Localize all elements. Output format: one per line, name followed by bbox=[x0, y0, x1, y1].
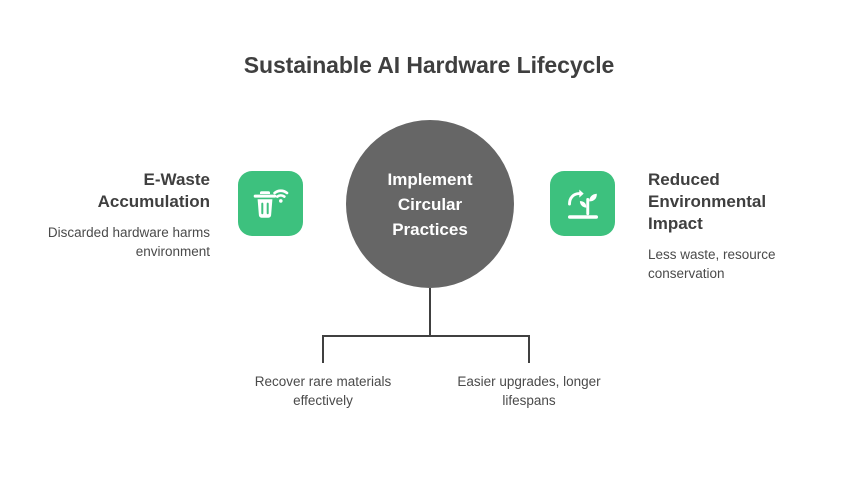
left-branch-body: Discarded hardware harms environment bbox=[47, 225, 210, 259]
connector-stem bbox=[429, 288, 431, 337]
left-branch-text: E-Waste Accumulation Discarded hardware … bbox=[40, 169, 210, 261]
trash-wifi-icon bbox=[251, 184, 291, 224]
page-title: Sustainable AI Hardware Lifecycle bbox=[243, 52, 615, 78]
left-icon-tile[interactable] bbox=[238, 171, 303, 236]
left-branch-heading: E-Waste Accumulation bbox=[97, 170, 210, 211]
right-branch-body: Less waste, resource conservation bbox=[648, 247, 776, 281]
right-branch-text: Reduced Environmental Impact Less waste,… bbox=[648, 169, 823, 283]
connector-drop-left bbox=[322, 335, 324, 363]
outcome-label-left: Recover rare materials effectively bbox=[254, 374, 392, 408]
center-node[interactable]: Implement Circular Practices bbox=[346, 120, 514, 288]
connector-crossbar bbox=[322, 335, 530, 337]
center-node-label: Implement Circular Practices bbox=[387, 169, 473, 239]
right-branch-heading: Reduced Environmental Impact bbox=[648, 170, 767, 233]
outcome-label-right: Easier upgrades, longer lifespans bbox=[457, 374, 601, 408]
right-icon-tile[interactable] bbox=[550, 171, 615, 236]
plant-growth-icon bbox=[563, 184, 603, 224]
connector-drop-right bbox=[528, 335, 530, 363]
